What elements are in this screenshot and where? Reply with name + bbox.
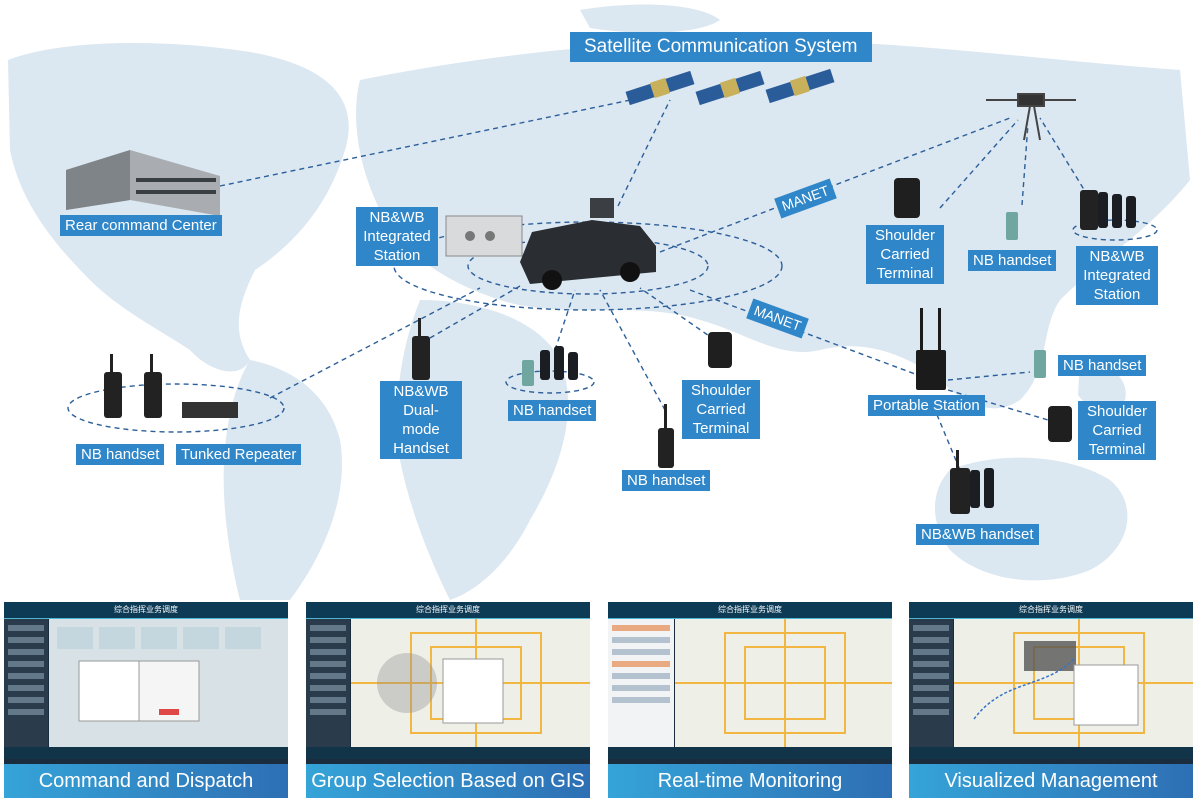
label-integrated-station-left: NB&WB Integrated Station <box>356 207 438 266</box>
panel-toolbar <box>909 747 1193 759</box>
panel-title: 综合指挥业务调度 <box>416 605 480 614</box>
panel-caption: Command and Dispatch <box>4 764 288 798</box>
panel-toolbar <box>608 747 892 759</box>
label-dual-mode-handset: NB&WB Dual-mode Handset <box>380 381 462 459</box>
label-nbwb-handset: NB&WB handset <box>916 524 1039 545</box>
label-nb-handset-group: NB handset <box>508 400 597 421</box>
label-integrated-station-right: NB&WB Integrated Station <box>1076 246 1158 305</box>
handset-icon <box>104 190 1098 514</box>
label-shoulder-mid: Shoulder Carried Terminal <box>682 380 760 439</box>
panel-title: 综合指挥业务调度 <box>1019 605 1083 614</box>
satellite-icon <box>625 68 835 106</box>
city-map <box>675 619 892 747</box>
label-shoulder-top: Shoulder Carried Terminal <box>866 225 944 284</box>
shoulder-terminal-icon <box>708 178 1072 442</box>
portable-station-icon <box>916 308 946 390</box>
panel-header: 综合指挥业务调度 <box>608 602 892 619</box>
panel-map <box>351 619 590 747</box>
integrated-station-icon <box>445 215 523 257</box>
panel-title: 综合指挥业务调度 <box>718 605 782 614</box>
panel-caption: Group Selection Based on GIS <box>306 764 590 798</box>
label-nb-handset-left: NB handset <box>76 444 165 465</box>
label-trunked-repeater: Tunked Repeater <box>176 444 302 465</box>
panel-sidebar <box>306 619 350 747</box>
panel-header: 综合指挥业务调度 <box>4 602 288 619</box>
panel-toolbar <box>306 747 590 759</box>
officers-icon <box>540 192 1136 508</box>
panel-gis-selection: 综合指挥业务调度 Group Selection Based on GIS <box>306 602 590 798</box>
panel-visualized-management: 综合指挥业务调度 Visualized Management <box>909 602 1193 798</box>
label-portable-station: Portable Station <box>868 395 985 416</box>
drone-icon <box>986 93 1076 141</box>
panel-toolbar <box>4 747 288 759</box>
label-shoulder-right: Shoulder Carried Terminal <box>1078 401 1156 460</box>
city-map <box>954 619 1193 747</box>
panel-command-dispatch: 综合指挥业务调度 Command and Dispatch <box>4 602 288 798</box>
panel-map <box>954 619 1193 747</box>
panel-sidebar <box>4 619 48 747</box>
world-map <box>8 4 1190 600</box>
building-icon <box>66 150 220 216</box>
panel-title: 综合指挥业务调度 <box>114 605 178 614</box>
panel-content <box>49 619 288 747</box>
panel-realtime-monitoring: 综合指挥业务调度 Real-time Monitoring <box>608 602 892 798</box>
label-nb-handset-right: NB handset <box>1058 355 1147 376</box>
diagram-title: Satellite Communication System <box>570 32 872 62</box>
label-rear-command: Rear command Center <box>60 215 222 236</box>
panel-list <box>608 619 674 747</box>
label-nb-handset-top: NB handset <box>968 250 1057 271</box>
panel-caption: Real-time Monitoring <box>608 764 892 798</box>
vehicle-icon <box>520 198 656 290</box>
dispatch-grid <box>57 627 261 722</box>
panel-map <box>675 619 892 747</box>
panel-header: 综合指挥业务调度 <box>306 602 590 619</box>
panel-sidebar <box>909 619 953 747</box>
city-map <box>351 619 590 747</box>
panel-caption: Visualized Management <box>909 764 1193 798</box>
label-nb-handset-center: NB handset <box>622 470 711 491</box>
panel-header: 综合指挥业务调度 <box>909 602 1193 619</box>
